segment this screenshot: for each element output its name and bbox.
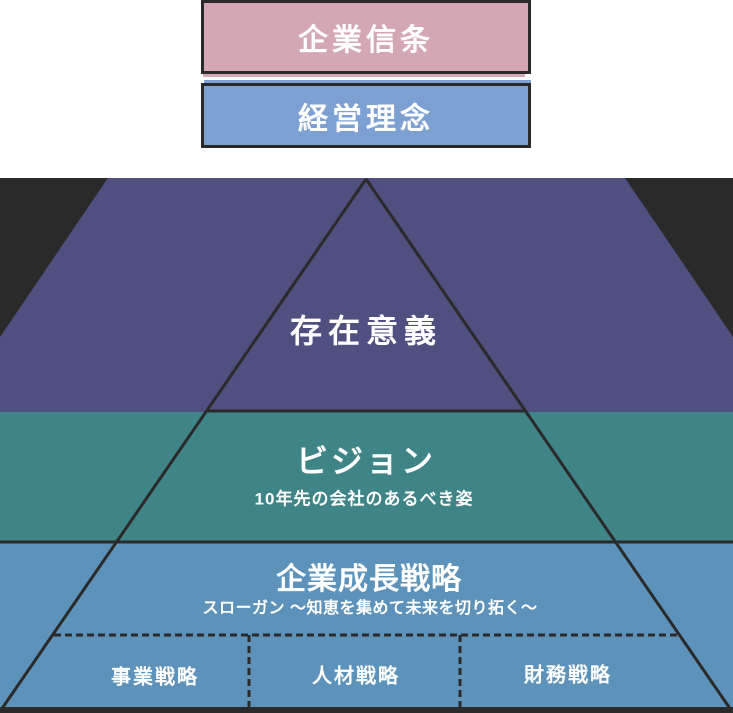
philosophy-label: 経営理念	[298, 102, 434, 136]
strategy-label-business: 事業戦略	[111, 666, 199, 689]
growth-slogan-subtitle: スローガン ～知恵を集めて未来を切り拓く～	[202, 600, 538, 617]
philosophy-box: 経営理念	[201, 83, 531, 148]
vision-subtitle: 10年先の会社のあるべき姿	[254, 489, 474, 509]
creed-box-shadow	[203, 74, 525, 77]
growth-title: 企業成長戦略	[276, 563, 462, 596]
purpose-title: 存在意義	[289, 313, 443, 349]
creed-label: 企業信条	[298, 24, 434, 57]
strategy-label-finance: 財務戦略	[524, 664, 612, 687]
creed-box: 企業信条	[201, 0, 531, 74]
strategy-label-hr: 人材戦略	[312, 665, 400, 688]
purpose-layer-trapezoid	[0, 178, 733, 412]
philosophy-box-accent-line	[204, 80, 531, 83]
vision-title: ビジョン	[295, 443, 437, 479]
